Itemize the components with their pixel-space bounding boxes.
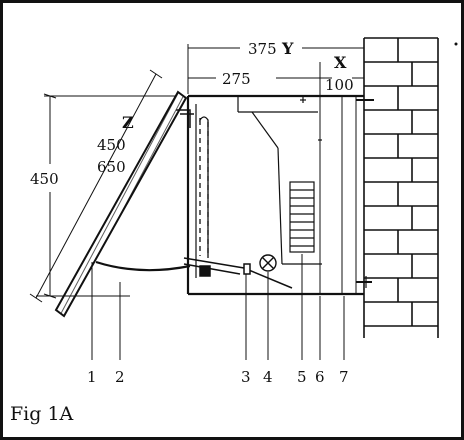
item-label-7: 7	[339, 368, 349, 386]
internal-pipe	[199, 116, 209, 258]
dim-panel-letter: Z	[122, 113, 134, 132]
leader-lines	[91, 254, 345, 360]
dimension-lines	[29, 44, 364, 303]
item-label-5: 5	[297, 368, 307, 386]
dim-wall: 100	[325, 76, 354, 94]
item-label-6: 6	[315, 368, 325, 386]
corner-dot	[454, 42, 458, 46]
figure-caption: Fig 1A	[10, 403, 74, 425]
radiator-fins	[289, 181, 315, 253]
item-label-3: 3	[241, 368, 251, 386]
wood-panel	[54, 90, 188, 318]
stay-cable	[95, 260, 191, 272]
heater-cabinet	[186, 94, 364, 296]
item-label-2: 2	[115, 368, 125, 386]
burner-symbol	[259, 254, 277, 272]
dim-overall: 375	[248, 40, 277, 58]
panel-hinge	[176, 109, 194, 128]
item-label-4: 4	[263, 368, 273, 386]
dim-height: 450	[30, 170, 59, 188]
dim-panel-a: 450	[97, 136, 126, 154]
dim-overall-letter: Y	[281, 39, 294, 58]
reference-marks	[300, 97, 374, 288]
dim-wall-letter: X	[334, 53, 347, 72]
dim-inner: 275	[222, 70, 251, 88]
dim-panel-b: 650	[97, 158, 126, 176]
item-label-1: 1	[87, 368, 97, 386]
brick-wall	[363, 37, 439, 338]
